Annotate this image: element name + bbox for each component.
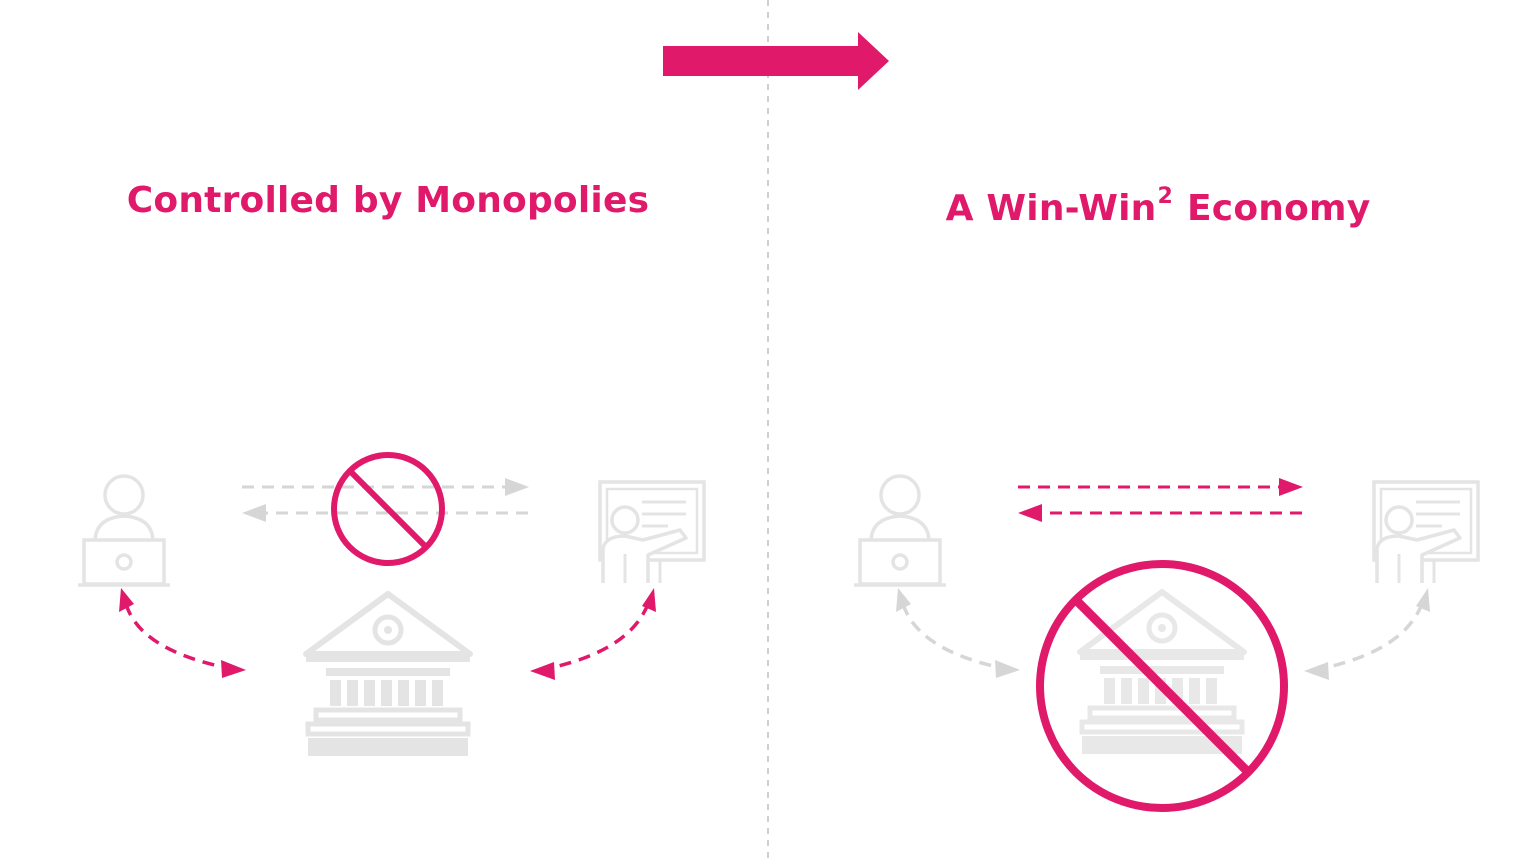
user-laptop-icon — [852, 474, 948, 587]
right-panel-title: A Win-Win2 Economy — [946, 178, 1371, 232]
right-title-tail: Economy — [1186, 188, 1371, 229]
prohibited-icon — [1036, 560, 1288, 812]
bank-icon — [306, 594, 470, 756]
direct-transfer-arrows — [1018, 485, 1302, 515]
bank-flow-arrows — [124, 603, 650, 670]
bank-flow-arrows — [901, 603, 1424, 670]
left-panel-title: Controlled by Monopolies — [126, 180, 650, 221]
user-laptop-icon — [76, 474, 172, 587]
teacher-presentation-icon — [598, 480, 706, 585]
prohibited-icon — [331, 452, 445, 566]
right-title-superscript: 2 — [1157, 184, 1173, 209]
right-panel — [852, 474, 1480, 812]
teacher-presentation-icon — [1372, 480, 1480, 585]
right-arrow-icon — [663, 32, 889, 90]
direct-transfer-arrows — [242, 485, 528, 515]
bank-icon — [1080, 592, 1244, 754]
left-panel — [76, 452, 706, 756]
right-title-main: A Win-Win — [945, 188, 1157, 229]
